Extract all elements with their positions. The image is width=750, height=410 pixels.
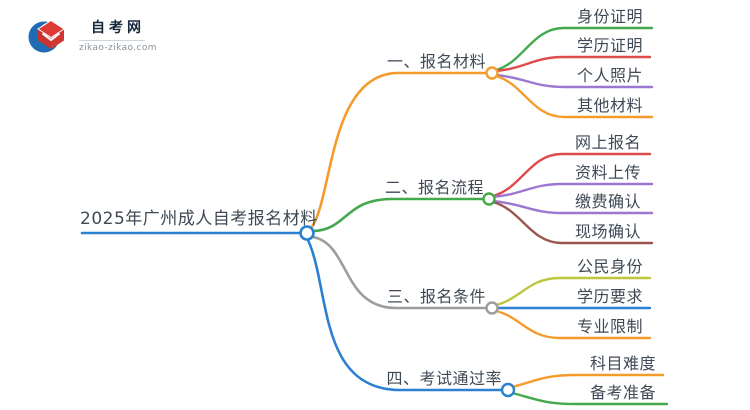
branch-4-child-1-line [510,373,665,389]
logo-cap-chevron [41,32,61,42]
graduation-cap-crescent-icon [28,19,65,53]
branch-1-child-1-label: 身份证明 [577,7,644,26]
branch-2-child-4-line [491,200,654,245]
branch-2-child-2-label: 资料上传 [575,163,642,182]
branch-3-child-1-label: 公民身份 [577,257,644,276]
branch-2-child-2-line [491,182,654,199]
logo-cap-top-face [37,19,65,39]
branch-1-line [309,71,488,230]
branch-1-child-1-line [494,26,654,72]
branch-4-child-1-label: 科目难度 [590,354,657,373]
root-node-circle [299,225,315,241]
branch-4-node-circle [500,382,516,398]
branch-3-child-3-line [494,309,652,340]
branch-3-label: 三、报名条件 [386,287,486,306]
logo-title: 自考网 [90,20,145,36]
branch-3-child-1-line [494,276,652,307]
logo-divider [79,40,145,41]
branch-3-child-2-label: 学历要求 [577,287,644,306]
branch-2-line [312,197,486,233]
branch-4-label: 四、考试通过率 [386,369,502,388]
branch-1-child-3-line [494,73,654,89]
branch-3-node-circle [485,301,499,315]
branch-2-label: 二、报名流程 [384,178,484,197]
logo-cap-left-face [38,29,51,49]
branch-4-child-2-label: 备考准备 [590,383,657,402]
branch-3-line [311,235,488,310]
branch-1-node-circle [485,66,499,80]
branch-4-child-2-line [510,391,669,406]
branch-2-node-circle [482,192,496,206]
logo-cap-right-face [51,29,64,49]
branch-1-child-3-label: 个人照片 [577,66,644,85]
branch-1-label: 一、报名材料 [386,52,486,71]
branch-1-child-4-label: 其他材料 [577,96,644,115]
branch-3-child-3-label: 专业限制 [577,317,644,336]
branch-1-child-4-line [494,74,654,119]
branch-2-child-4-label: 现场确认 [575,222,642,241]
logo-crescent-shape [28,21,62,53]
logo-domain: zikao-zikao.com [79,43,157,53]
branch-2-child-1-line [491,152,652,198]
branch-1-child-2-line [494,55,652,73]
root-topic-label: 2025年广州成人自考报名材料 [80,209,318,229]
logo-text-block: 自考网 zikao-zikao.com [79,17,157,53]
branch-2-child-1-label: 网上报名 [575,133,642,152]
site-logo: 自考网 zikao-zikao.com [26,13,157,57]
branch-1-child-2-label: 学历证明 [577,36,644,55]
branch-2-child-3-line [491,199,654,215]
branch-4-line [306,238,504,392]
branch-2-child-3-label: 缴费确认 [575,192,642,211]
